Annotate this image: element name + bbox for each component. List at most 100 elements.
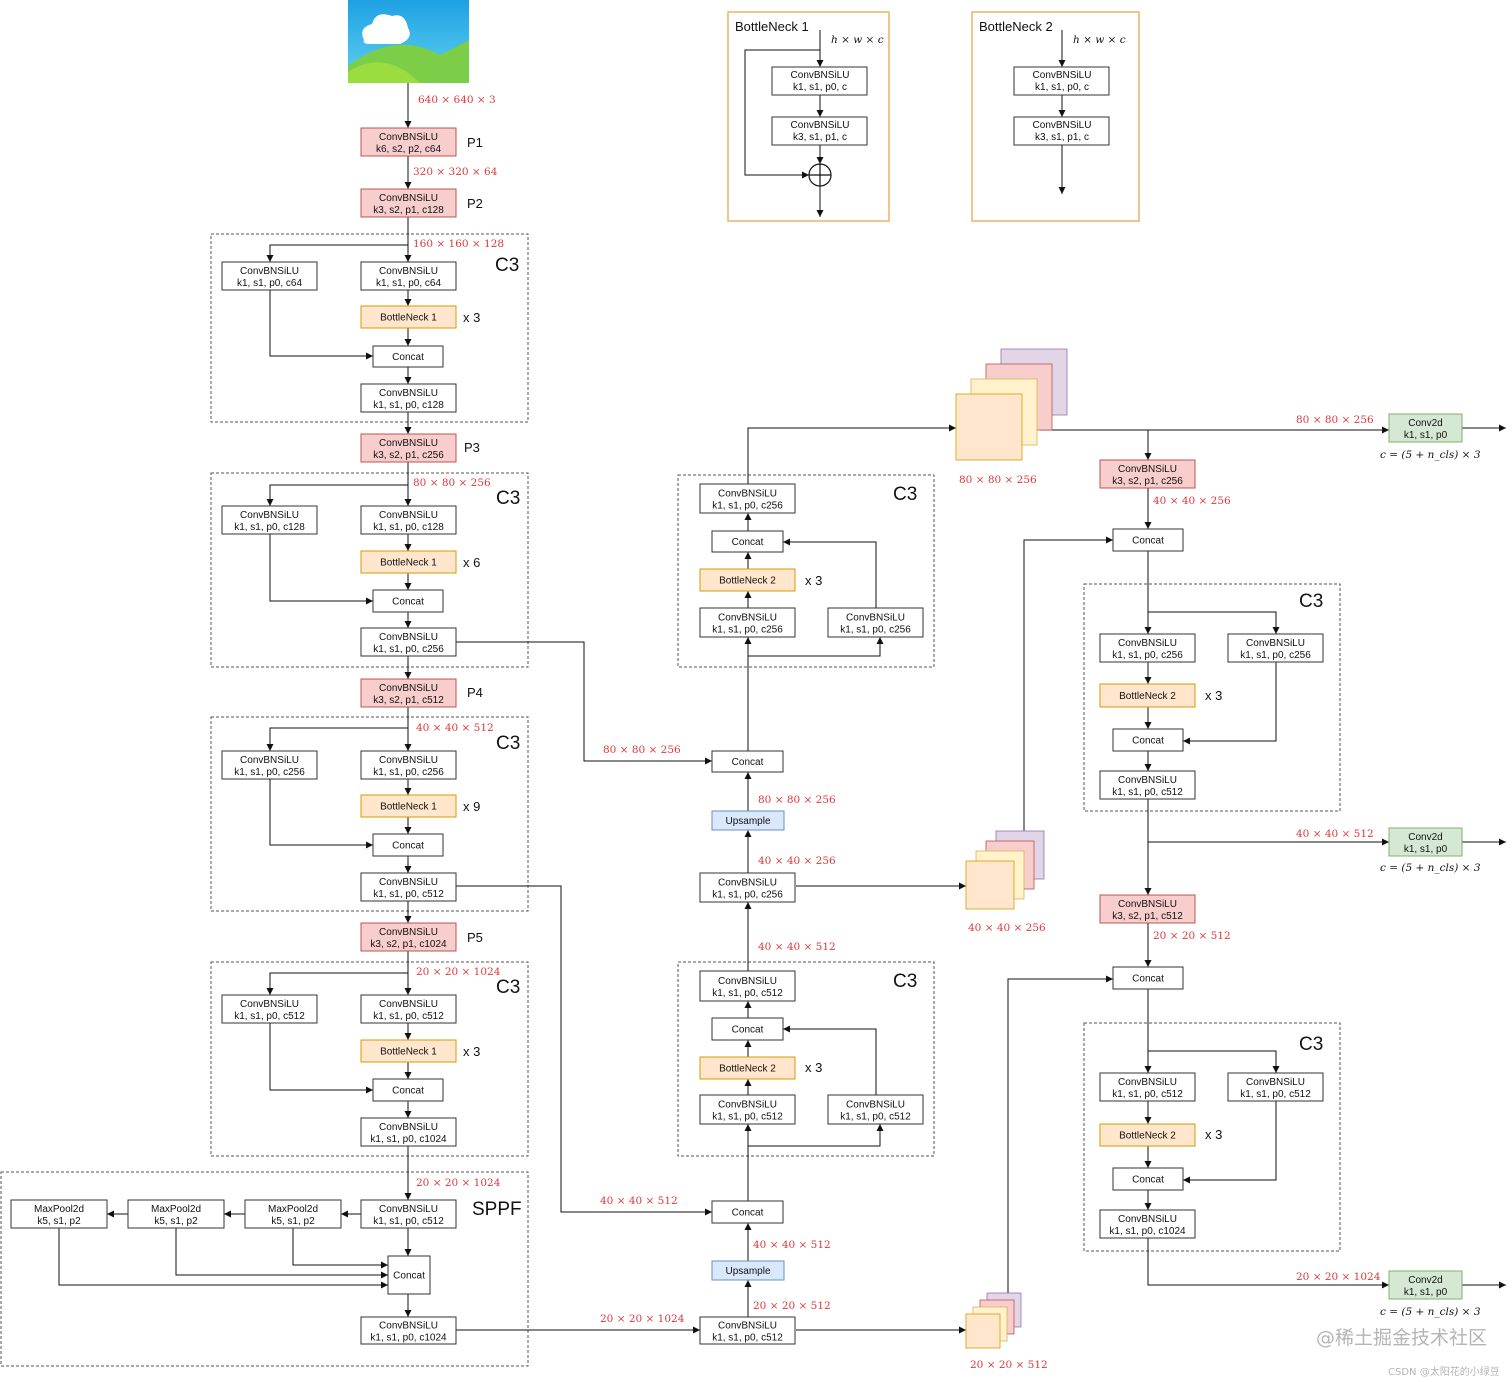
head-downsample-conv-box: [1099, 459, 1196, 489]
repeat-count: x 6: [463, 555, 480, 570]
shape-label: 20 × 20 × 1024: [600, 1313, 685, 1325]
neck-conv-box: [699, 872, 796, 903]
c3-tag: C3: [1299, 591, 1323, 612]
c3-conv-box: [1227, 633, 1324, 663]
bottleneck1-block: BottleNeck 1 h × w × c ConvBNSiLU k1, s1…: [735, 19, 884, 187]
maxpool-params: k5, s1, p2: [271, 1216, 315, 1227]
concat-block: Concat: [372, 589, 444, 613]
c3-conv-params: k1, s1, p0, c512: [1112, 1089, 1183, 1100]
upsample-name: Upsample: [725, 816, 770, 827]
c3-conv-box: [360, 750, 457, 780]
c3-conv-box: [699, 1094, 796, 1125]
repeat-count: x 3: [1205, 1127, 1222, 1142]
bottleneck2-block: BottleNeck 2: [1099, 683, 1196, 708]
c3-conv-name: ConvBNSiLU: [1118, 775, 1177, 786]
concat-block: Concat: [1112, 728, 1184, 752]
bottleneck1-name: BottleNeck 1: [380, 802, 437, 813]
shape-label: 40 × 40 × 256: [968, 922, 1046, 934]
sppf-conv-params: k1, s1, p0, c1024: [370, 1333, 447, 1344]
shape-label: 20 × 20 × 1024: [416, 1177, 501, 1189]
c3-tag: C3: [496, 733, 520, 754]
c3-conv-box: [221, 261, 318, 291]
shape-label: 640 × 640 × 3: [418, 94, 496, 106]
c3-conv-params: k1, s1, p0, c512: [712, 1112, 783, 1123]
upsample-box: [711, 810, 785, 831]
concat-name: Concat: [392, 841, 424, 852]
head-formula: c = (5 + n_cls) × 3: [1380, 862, 1481, 874]
c3-conv-name: ConvBNSiLU: [379, 755, 438, 766]
conv-p4-box: [360, 678, 457, 708]
bottleneck2-name: BottleNeck 2: [719, 576, 776, 587]
maxpool-name: MaxPool2d: [151, 1204, 201, 1215]
maxpool-params: k5, s1, p2: [154, 1216, 198, 1227]
bottleneck1-block: BottleNeck 1: [360, 794, 457, 818]
bottleneck2-title: BottleNeck 2: [979, 19, 1053, 34]
shape-label: 20 × 20 × 512: [753, 1300, 831, 1312]
c3-conv-name: ConvBNSiLU: [240, 510, 299, 521]
shape-label: 80 × 80 × 256: [603, 744, 681, 756]
bottleneck1-block: BottleNeck 1: [360, 550, 457, 574]
concat-box: [711, 1200, 784, 1224]
repeat-count: x 3: [805, 573, 822, 588]
c3-conv-name: ConvBNSiLU: [379, 1122, 438, 1133]
c3-conv-name: ConvBNSiLU: [379, 266, 438, 277]
shape-label: 40 × 40 × 512: [753, 1239, 831, 1251]
bottleneck2-box: [1099, 1123, 1196, 1147]
conv-p1-name: ConvBNSiLU: [379, 132, 438, 143]
upsample-name: Upsample: [725, 1266, 770, 1277]
detect-conv2d-name: Conv2d: [1408, 418, 1442, 429]
concat-name: Concat: [732, 757, 764, 768]
c3-conv-params: k1, s1, p0, c256: [712, 625, 783, 636]
concat-name: Concat: [732, 1208, 764, 1219]
bottleneck2-block: BottleNeck 2: [699, 568, 796, 592]
feature-map-stacks: [955, 348, 1068, 1349]
concat-name: Concat: [1132, 1175, 1164, 1186]
c3-conv-box: [360, 505, 457, 535]
detect-conv2d-params: k1, s1, p0: [1404, 1287, 1448, 1298]
diagram-labels: P1 P2 P3 P4 P5 SPPF C3 C3 C3 C3 C3 C3 C3…: [413, 94, 1500, 1378]
concat-box: [372, 833, 444, 857]
c3-conv-params: k1, s1, p0, c256: [712, 501, 783, 512]
c3-conv-box: [360, 627, 457, 657]
bottleneck1-name: BottleNeck 1: [380, 558, 437, 569]
c3-conv-name: ConvBNSiLU: [718, 613, 777, 624]
maxpool-params: k5, s1, p2: [37, 1216, 81, 1227]
stage-tag-p3: P3: [464, 440, 480, 455]
shape-label: 80 × 80 × 256: [413, 477, 491, 489]
c3-tag: C3: [496, 488, 520, 509]
c3-tag: C3: [1299, 1034, 1323, 1055]
concat-box: [711, 530, 784, 553]
c3-conv-box: [360, 261, 457, 291]
c3-conv-box: [360, 994, 457, 1024]
concat-box: [1112, 966, 1184, 990]
bottleneck1-name: BottleNeck 1: [380, 313, 437, 324]
c3-conv-name: ConvBNSiLU: [1118, 1077, 1177, 1088]
c3-conv-params: k1, s1, p0, c64: [237, 278, 302, 289]
shape-label: 20 × 20 × 512: [1153, 930, 1231, 942]
c3-conv-box: [360, 872, 457, 902]
bottleneck1-title: BottleNeck 1: [735, 19, 809, 34]
detect-conv2d-box: [1388, 827, 1463, 857]
c3-conv-box: [360, 383, 457, 413]
c3-conv-params: k1, s1, p0, c512: [840, 1112, 911, 1123]
repeat-count: x 3: [463, 1044, 480, 1059]
c3-conv-name: ConvBNSiLU: [379, 388, 438, 399]
head-downsample-conv-name: ConvBNSiLU: [1118, 899, 1177, 910]
feature-map-20-stack: [965, 1292, 1022, 1349]
sppf-concat-name: Concat: [393, 1271, 425, 1282]
bottleneck1-conv-a-params: k1, s1, p0, c: [793, 82, 847, 93]
concat-block: Concat: [372, 833, 444, 857]
sppf-conv-params: k1, s1, p0, c512: [373, 1216, 444, 1227]
shape-label: 320 × 320 × 64: [413, 166, 498, 178]
conv-p2-box: [360, 188, 457, 218]
concat-block: Concat: [711, 1200, 784, 1224]
